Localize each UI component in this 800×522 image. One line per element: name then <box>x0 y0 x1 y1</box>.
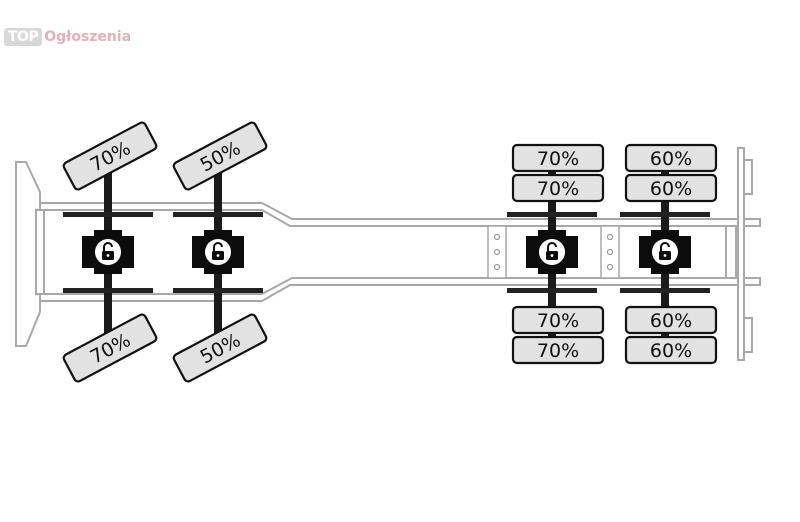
rear-bumper <box>737 147 745 361</box>
tire-bottom-inner-label: 70% <box>537 310 579 332</box>
spring-plate-top <box>507 212 597 217</box>
tire-top-inner-label: 70% <box>537 178 579 200</box>
lock-icon <box>205 239 231 265</box>
lock-icon <box>539 239 565 265</box>
axle-hub <box>192 230 244 274</box>
logo-badge: TOP <box>4 28 43 46</box>
tire-bottom-outer-label: 60% <box>650 340 692 362</box>
tire-top-outer-body <box>511 143 605 173</box>
tire-bottom-outer-label: 70% <box>537 340 579 362</box>
spring-plate-top <box>173 212 263 217</box>
rear-crossmember <box>725 225 737 279</box>
tire-top-outer-body <box>172 121 268 191</box>
axle-hub <box>639 230 691 274</box>
tire-top-outer-body <box>62 121 158 191</box>
tire-bottom-inner-label: 60% <box>650 310 692 332</box>
tire-bottom-outer: 60% <box>624 335 718 365</box>
front-axle-1: 70%70% <box>62 121 158 383</box>
rear-axle-1: 70% 70% 70% 70% <box>507 143 605 365</box>
lock-icon <box>652 239 678 265</box>
tire-bottom-outer: 70% <box>511 335 605 365</box>
tire-top-inner: 70% <box>511 173 605 203</box>
tire-top-inner: 60% <box>624 173 718 203</box>
tire-top-inner-label: 60% <box>650 178 692 200</box>
spring-plate-bottom <box>620 288 710 293</box>
tire-bottom-inner-body <box>624 305 718 335</box>
front-crossmember <box>35 209 45 295</box>
rear-axle-2: 60% 60% 60% 60% <box>620 143 718 365</box>
rear-light-bottom <box>743 317 753 353</box>
spring-plate-top <box>620 212 710 217</box>
spring-plate-top <box>63 212 153 217</box>
tire-top-outer-body <box>624 143 718 173</box>
rear-light-top <box>743 159 753 195</box>
front-axle-2: 50%50% <box>172 121 268 383</box>
spring-plate-bottom <box>63 288 153 293</box>
axle-hub <box>82 230 134 274</box>
bogie-rivets <box>493 233 614 271</box>
tire-bottom-inner: 70% <box>511 305 605 335</box>
spring-plate-bottom <box>507 288 597 293</box>
tire-top-outer: 60% <box>624 143 718 173</box>
front-bumper <box>15 161 41 347</box>
tire-top-outer-label: 60% <box>650 148 692 170</box>
axle-hub <box>526 230 578 274</box>
tire-bottom-outer-body <box>62 313 158 383</box>
tire-bottom-inner-body <box>511 305 605 335</box>
tire-bottom-outer-body <box>624 335 718 365</box>
tire-top-inner-body <box>624 173 718 203</box>
tire-bottom-outer-body <box>172 313 268 383</box>
logo-text: Ogłoszenia <box>44 29 132 45</box>
axles-layer: 70%70%50%50%70%70%70%70%60%60%60%60% <box>62 121 718 383</box>
tire-top-inner-body <box>511 173 605 203</box>
tire-top-outer: 70% <box>511 143 605 173</box>
spring-plate-bottom <box>173 288 263 293</box>
tire-bottom-outer-body <box>511 335 605 365</box>
lock-icon <box>95 239 121 265</box>
tire-top-outer-label: 70% <box>537 148 579 170</box>
logo: TOP Ogłoszenia <box>4 28 131 46</box>
tire-bottom-inner: 60% <box>624 305 718 335</box>
